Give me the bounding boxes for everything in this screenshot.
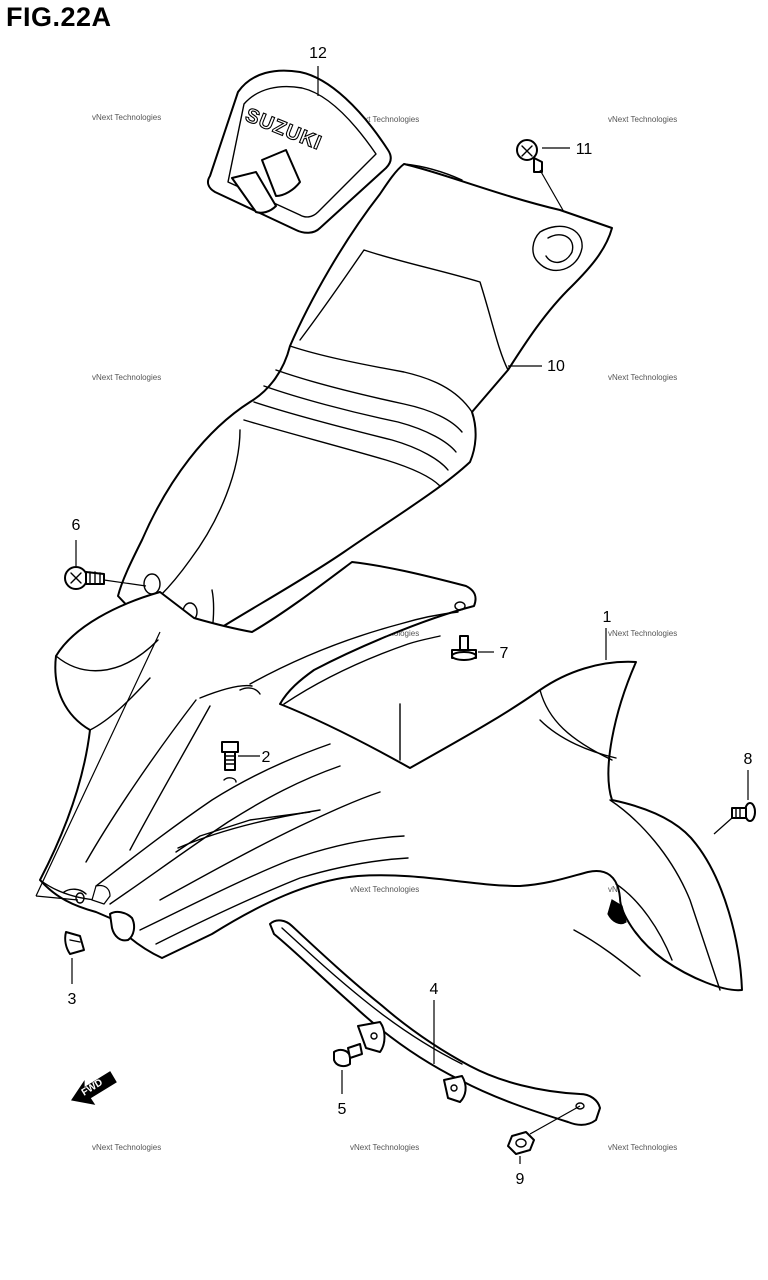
front-fender [39, 561, 743, 992]
watermark: vNext Technologies [350, 115, 419, 124]
callout-4: 4 [430, 981, 439, 998]
callout-1: 1 [603, 609, 612, 626]
bolt-7 [451, 635, 477, 661]
watermark: vNext Technologies [608, 115, 677, 124]
bolt-2 [221, 741, 239, 783]
callout-3: 3 [68, 991, 77, 1008]
screw-6 [64, 566, 105, 590]
bolt-8 [731, 802, 756, 822]
callout-6: 6 [72, 517, 81, 534]
watermark: vNext Technologies [350, 885, 419, 894]
watermark: vNext Technologies [92, 373, 161, 382]
nut-clip-3 [64, 931, 85, 955]
watermark: vNext Technologies [608, 629, 677, 638]
callout-11: 11 [576, 141, 593, 158]
bolt-5 [333, 1043, 363, 1068]
callout-7: 7 [500, 645, 509, 662]
callout-10: 10 [547, 358, 565, 375]
emblem-plate: SUZUKI [206, 69, 392, 234]
figure-title: FIG.22A [6, 2, 112, 32]
callouts: 12 11 10 6 7 2 1 8 3 4 5 9 [68, 45, 753, 1188]
callout-2: 2 [262, 749, 271, 766]
watermark: vNext Technologies [92, 1143, 161, 1152]
callout-8: 8 [744, 751, 753, 768]
watermark: vNext Technologies [608, 373, 677, 382]
watermark: vNext Technologies [92, 113, 161, 122]
nut-9 [507, 1131, 535, 1155]
callout-5: 5 [338, 1101, 347, 1118]
screw-11 [516, 139, 543, 173]
watermark: vNext Technologies [608, 1143, 677, 1152]
watermark: vNext Technologies [350, 1143, 419, 1152]
fender-brace [269, 919, 601, 1126]
fwd-arrow-icon: FWD [70, 1071, 117, 1105]
leader-lines [35, 66, 749, 1164]
callout-9: 9 [516, 1171, 525, 1188]
callout-12: 12 [309, 45, 327, 62]
